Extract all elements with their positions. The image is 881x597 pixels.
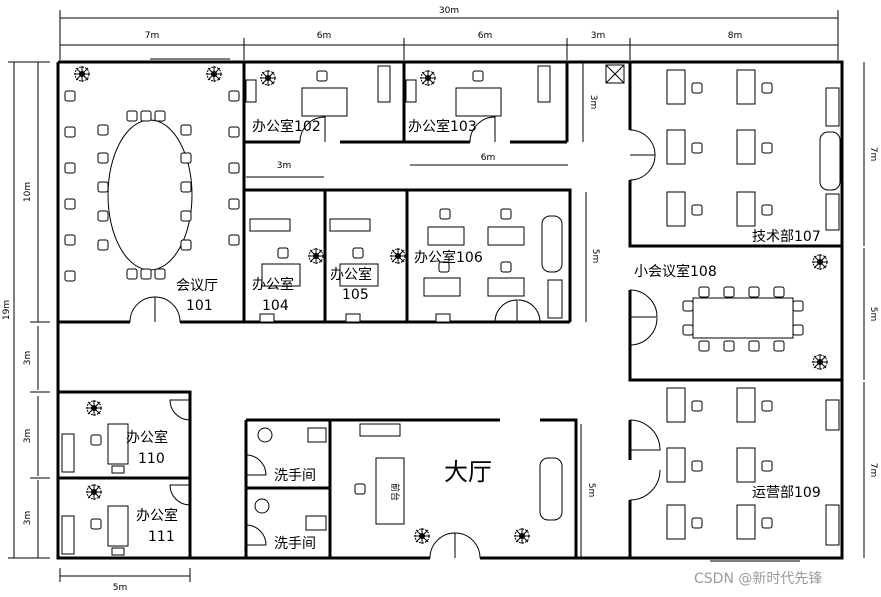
room-104-number: 104 [262,298,289,314]
room-101-number: 101 [186,298,213,314]
dim-left-3m-c: 3m [23,511,33,526]
room-110-number: 110 [138,451,165,467]
dim-top-2: 6m [317,31,332,41]
washroom-1-label: 洗手间 [274,468,316,484]
dim-total-width: 30m [439,6,459,16]
room-102-label: 办公室102 [252,118,321,135]
washroom-2-label: 洗手间 [274,536,316,552]
room-101-label: 会议厅 [176,278,218,294]
room-103-label: 办公室103 [408,118,477,135]
dim-corridor-3m: 3m [588,95,598,110]
dim-top-1: 7m [145,31,160,41]
watermark: CSDN @新时代先锋 [694,571,822,587]
doors [129,116,661,559]
reception-label: 前台 [389,483,401,501]
room-111-number: 111 [148,529,175,545]
room-105-number: 105 [342,287,369,303]
dim-left-10m: 10m [23,182,33,202]
dim-102-3m: 3m [277,161,292,171]
dim-bottom-5m: 5m [113,583,128,593]
dim-hall-5m: 5m [586,483,596,498]
dim-right-7m-a: 7m [868,147,878,162]
furniture [61,65,841,556]
walls [56,58,844,562]
dimension-lines [8,10,865,582]
dim-top-5: 8m [728,31,743,41]
lobby-label: 大厅 [444,458,492,486]
room-108-label: 小会议室108 [634,263,717,280]
dim-right-5m: 5m [868,307,878,322]
room-104-label: 办公室 [252,276,294,293]
room-110-label: 办公室 [126,429,168,446]
dim-top-3: 6m [478,31,493,41]
dim-top-4: 3m [591,31,606,41]
dim-left-19m: 19m [2,300,12,320]
dim-right-7m-b: 7m [868,463,878,478]
room-109-label: 运营部109 [752,485,821,501]
dim-106-6m: 6m [481,153,496,163]
room-105-label: 办公室 [330,266,372,283]
dim-left-3m-a: 3m [23,351,33,366]
dim-room106-5m: 5m [590,249,600,264]
dim-left-3m-b: 3m [23,429,33,444]
room-107-label: 技术部107 [752,229,821,245]
room-106-label: 办公室106 [414,249,483,266]
room-111-label: 办公室 [136,507,178,524]
